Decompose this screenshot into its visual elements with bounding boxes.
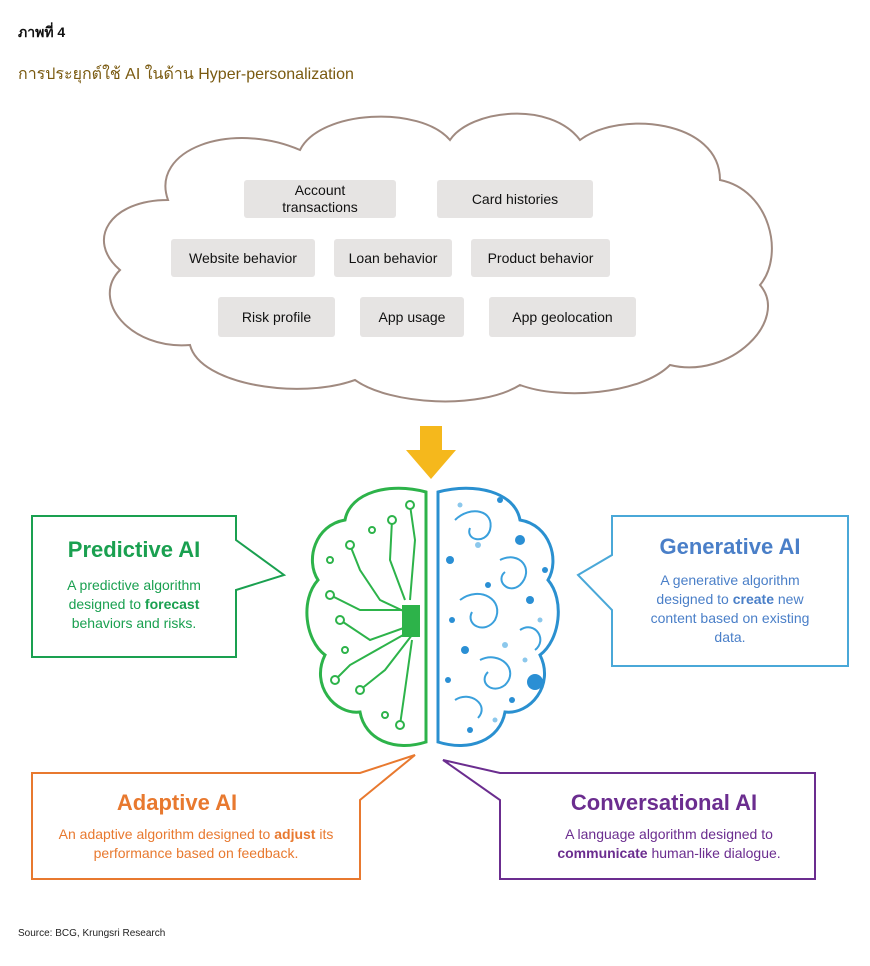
generative-desc: A generative algorithm designed to creat… (650, 572, 810, 645)
brain-icon (305, 486, 560, 747)
generative-box (576, 515, 849, 667)
chip-website-behavior: Website behavior (171, 239, 315, 277)
source-note: Source: BCG, Krungsri Research (18, 928, 166, 939)
figure-label: ภาพที่ 4 (18, 24, 66, 40)
predictive-desc: A predictive algorithm designed to forec… (67, 577, 201, 631)
conversational-box (442, 759, 816, 880)
chip-product-behavior: Product behavior (471, 239, 610, 277)
chip-app-geolocation: App geolocation (489, 297, 636, 337)
chip-card-histories: Card histories (437, 180, 593, 218)
chip-loan-behavior: Loan behavior (334, 239, 452, 277)
conversational-title: Conversational AI (570, 790, 758, 815)
conversational-desc: A language algorithm designed to communi… (557, 826, 781, 861)
predictive-box (31, 515, 287, 658)
down-arrow-icon (406, 426, 456, 479)
figure-title: การประยุกต์ใช้ AI ในด้าน Hyper-personali… (18, 66, 354, 83)
chip-account-transactions: Account transactions (244, 180, 396, 218)
adaptive-desc: An adaptive algorithm designed to adjust… (58, 826, 334, 861)
generative-title: Generative AI (659, 534, 801, 559)
adaptive-title: Adaptive AI (116, 790, 238, 815)
chip-app-usage: App usage (360, 297, 464, 337)
chip-risk-profile: Risk profile (218, 297, 335, 337)
adaptive-box (31, 754, 416, 880)
predictive-title: Predictive AI (67, 537, 201, 562)
